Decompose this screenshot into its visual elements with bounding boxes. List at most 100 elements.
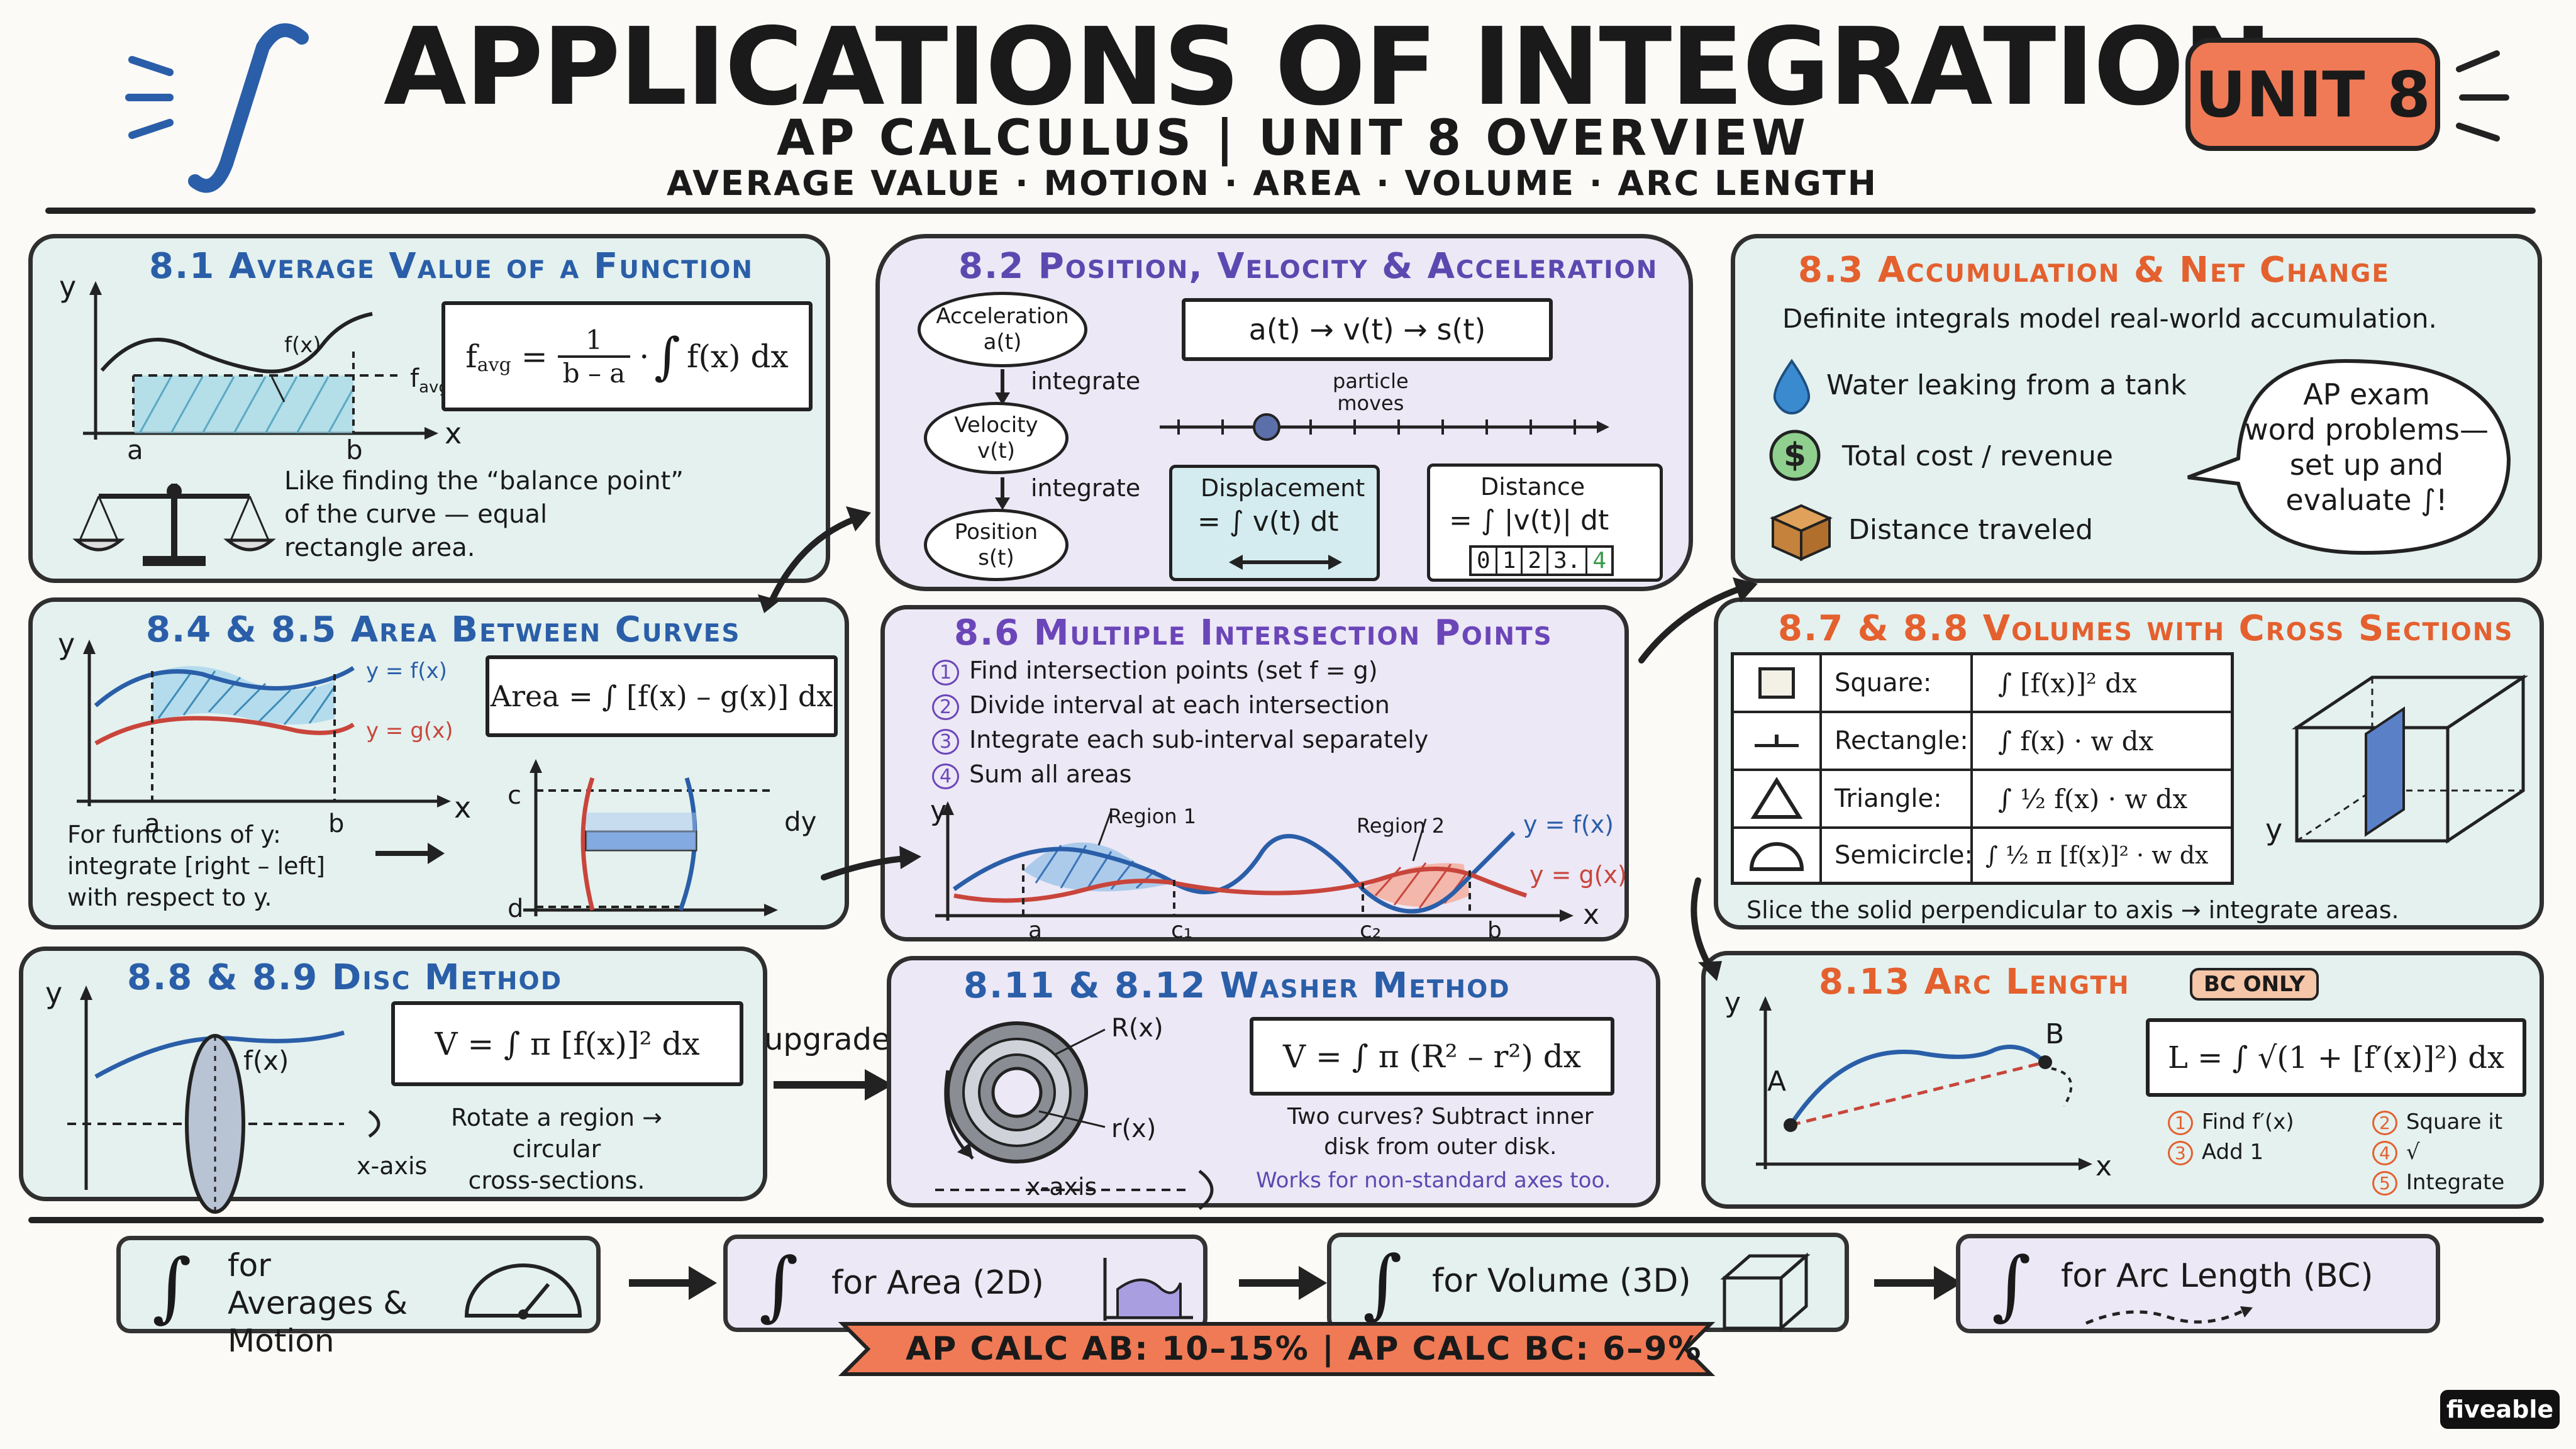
summary-volume: ∫ for Volume (3D) [1327,1233,1849,1332]
arc-length-formula: L = ∫ √(1 + [f′(x)]²) dx [2146,1018,2526,1097]
particle-dot [1253,413,1280,441]
table-row: Rectangle: ∫ f(x) · w dx [1734,713,2231,771]
page-title: APPLICATIONS OF INTEGRATION [384,5,2272,130]
exam-weight-banner: AP CALC AB: 10–15% | AP CALC BC: 6–9% [838,1314,1716,1384]
integrate-label-1: integrate [1031,367,1141,395]
region-1-label: Region 1 [1108,804,1197,828]
horizontal-slice-graph [523,759,778,916]
flow-arrow-1 [629,1266,717,1300]
speedometer-icon [464,1263,582,1319]
page-subtitle: AP CALCULUS | UNIT 8 OVERVIEW [777,110,1809,167]
integral-icon: ∫ [759,1242,799,1330]
disc-formula: V = ∫ π [f(x)]² dx [391,1001,743,1086]
fx-label: y = f(x) [1523,811,1614,838]
tick-c1: c₁ [1171,918,1193,943]
summary-label: for Arc Length (BC) [2061,1257,2373,1295]
summary-label: for Averages & Motion [228,1247,408,1359]
functions-of-y-note: For functions of y:integrate [right – le… [67,821,325,912]
axis-y-label: y [59,270,77,304]
fx-label: f(x) [284,333,321,358]
axis-x-label: x [1583,899,1600,931]
gx-label: y = g(x) [1530,861,1627,889]
washer-diagram [935,1021,1214,1210]
fiveable-logo: fiveable [2440,1390,2560,1429]
flow-arrows [995,369,1010,510]
washer-note: Works for non-standard axes too. [1256,1168,1611,1193]
displacement-card: Displacement = ∫ v(t) dt [1169,465,1380,581]
panel-title: 8.4 & 8.5 Area Between Curves [146,609,741,650]
tick-b: b [1487,918,1502,943]
accumulation-intro: Definite integrals model real-world accu… [1782,303,2437,334]
table-row: Triangle: ∫ ½ f(x) · w dx [1734,771,2231,829]
axis-y-label: y [930,795,947,827]
accumulation-item-1: Water leaking from a tank [1826,369,2187,401]
cross-section-footer: Slice the solid perpendicular to axis → … [1746,896,2399,924]
tick-a: a [127,435,143,465]
upgrade-label: upgrade [764,1022,891,1057]
panel-8-13: 8.13 Arc Length BC ONLY y x A B L = ∫ √(… [1701,951,2544,1209]
outer-radius-label: R(x) [1111,1014,1163,1043]
tick-c2: c₂ [1360,918,1382,943]
panel-8-2: 8.2 Position, Velocity & Acceleration Ac… [875,234,1693,591]
disc-method-graph [67,985,380,1214]
average-value-description: Like finding the “balance point”of the c… [284,467,684,562]
panel-title: 8.1 Average Value of a Function [149,246,754,287]
dy-label: dy [784,806,817,837]
panel-8-11: 8.11 & 8.12 Washer Method R(x) r(x) V = … [887,956,1660,1210]
axis-y-label: y [58,627,75,661]
dashed-arc-icon [2085,1306,2253,1325]
flow-arrow-2 [1239,1266,1327,1300]
summary-arc-length: ∫ for Arc Length (BC) [1956,1234,2440,1333]
cube-icon [1720,1252,1811,1332]
dollar-icon: $ [1769,430,1821,481]
axis-y-label: y [2265,813,2283,847]
panel-8-3: 8.3 Accumulation & Net Change Definite i… [1731,234,2542,583]
rectangle-icon [1734,713,1822,769]
unit-badge: UNIT 8 [2185,38,2440,151]
summary-area: ∫ for Area (2D) [723,1235,1208,1332]
svg-text:$: $ [1784,436,1806,474]
panel-title: 8.7 & 8.8 Volumes with Cross Sections [1778,608,2514,649]
point-a-label: A [1767,1065,1787,1097]
area-between-formula: Area = ∫ [f(x) – g(x)] dx [486,655,838,737]
ribbon-shape [838,1322,1716,1376]
panel-title: 8.6 Multiple Intersection Points [954,613,1553,653]
average-value-graph [83,281,438,440]
integrate-label-2: integrate [1031,474,1141,502]
step-4: 4√ [2372,1140,2420,1165]
unit-badge-label: UNIT 8 [2195,57,2431,131]
panel-8-7: 8.7 & 8.8 Volumes with Cross Sections Sq… [1714,597,2544,930]
balance-scale-icon [72,484,276,566]
panel-title: 8.11 & 8.12 Washer Method [963,965,1511,1006]
panel-title: 8.2 Position, Velocity & Acceleration [958,246,1658,287]
panel-8-4: 8.4 & 8.5 Area Between Curves y x a b y … [28,597,849,930]
summary-label: for Area (2D) [831,1264,1044,1302]
right-arrow-icon [375,843,445,864]
tick-a: a [1028,918,1043,943]
topic-list: AVERAGE VALUE · MOTION · AREA · VOLUME ·… [667,164,1878,203]
triangle-icon [1734,771,1822,826]
bc-only-badge: BC ONLY [2190,968,2319,1001]
upgrade-arrow-icon [774,1069,893,1101]
region-2-label: Region 2 [1357,814,1445,838]
summary-label: for Volume (3D) [1432,1262,1691,1300]
integral-icon: ∫ [1363,1240,1402,1328]
water-drop-icon [1773,358,1811,415]
integral-icon: ∫ [152,1243,192,1331]
x-axis-label: x-axis [357,1152,428,1180]
y-axis-c: c [508,781,521,810]
